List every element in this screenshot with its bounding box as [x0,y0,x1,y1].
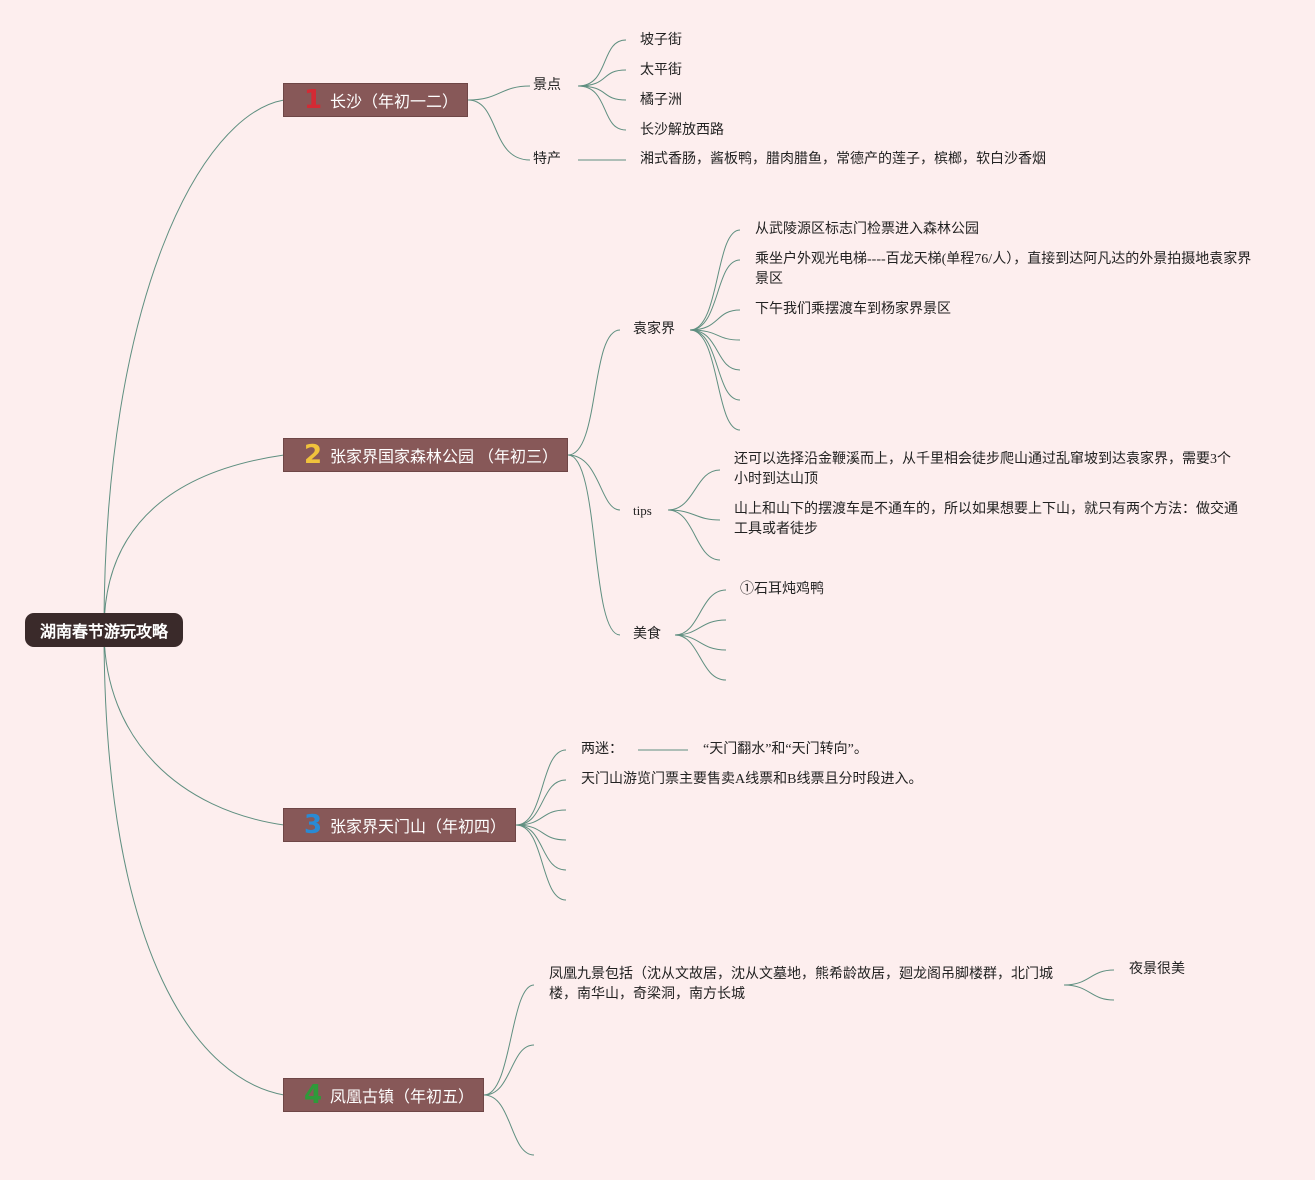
yuanjiajie-item[interactable]: 下午我们乘摆渡车到杨家界景区 [755,302,951,317]
branch-label: 长沙（年初一二） [330,94,459,111]
branch-label: 张家界天门山（年初四） [330,819,507,836]
branch-label: 凤凰古镇（年初五） [330,1089,475,1106]
yuanjiajie-item[interactable]: 乘坐户外观光电梯----百龙天梯(单程76/人），直接到达阿凡达的外景拍摄地袁家… [755,252,1252,287]
nine-sights-text[interactable]: 凤凰九景包括（沈从文故居，沈从文墓地，熊希龄故居，廻龙阁吊脚楼群，北门城楼，南华… [549,967,1053,1002]
branch-fenghuang[interactable]: 4 凤凰古镇（年初五） [283,1078,484,1112]
branch-zhangjiajie-forest[interactable]: 2 张家界国家森林公园 （年初三） [283,438,568,472]
topic-yuanjiajie[interactable]: 袁家界 [633,322,675,337]
number-two-icon: 2 [303,440,323,470]
sight-item[interactable]: 橘子洲 [640,93,682,108]
specialty-text[interactable]: 湘式香肠，酱板鸭，腊肉腊鱼，常德产的莲子，槟榔，软白沙香烟 [640,152,1046,167]
root-label: 湖南春节游玩攻略 [39,624,168,641]
branch-changsha[interactable]: 1 长沙（年初一二） [283,83,468,117]
sight-item[interactable]: 长沙解放西路 [640,123,724,138]
topic-food[interactable]: 美食 [633,627,661,642]
number-one-icon: 1 [303,85,323,115]
branch-tianmen[interactable]: 3 张家界天门山（年初四） [283,808,516,842]
branch-label: 张家界国家森林公园 （年初三） [330,449,559,466]
yuanjiajie-item[interactable]: 从武陵源区标志门检票进入森林公园 [755,222,979,237]
topic-sights[interactable]: 景点 [533,78,561,93]
number-three-icon: 3 [303,810,323,840]
topic-specialty[interactable]: 特产 [533,152,561,167]
tips-item[interactable]: 还可以选择沿金鞭溪而上，从千里相会徒步爬山通过乱窜坡到达袁家界，需要3个小时到达… [734,452,1231,487]
ticket-text[interactable]: 天门山游览门票主要售卖A线票和B线票且分时段进入。 [581,772,923,787]
food-item[interactable]: ①石耳炖鸡鸭 [740,582,824,597]
topic-tips[interactable]: tips [633,503,652,518]
sight-item[interactable]: 太平街 [640,63,682,78]
night-view-text[interactable]: 夜景很美 [1129,962,1185,977]
mystery-text[interactable]: “天门翻水”和“天门转向”。 [703,742,868,757]
root-topic[interactable]: 湖南春节游玩攻略 [25,613,183,647]
number-four-icon: 4 [303,1080,323,1110]
tips-item[interactable]: 山上和山下的摆渡车是不通车的，所以如果想要上下山，就只有两个方法：做交通工具或者… [734,502,1238,537]
sight-item[interactable]: 坡子街 [640,33,682,48]
topic-mystery[interactable]: 两迷： [581,742,623,757]
